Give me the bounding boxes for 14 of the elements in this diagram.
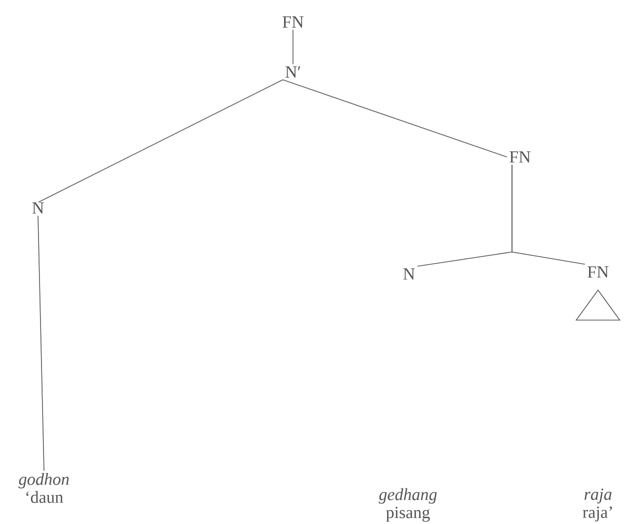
- tree-branch: [38, 79, 284, 203]
- category-label: N′: [286, 66, 300, 78]
- word-gloss: gedhang pisang: [378, 488, 437, 522]
- tree-branch: [512, 164, 586, 265]
- word-gloss: godhon ‘daun: [18, 473, 69, 503]
- category-label: FN: [282, 16, 304, 28]
- tree-branch: [282, 79, 508, 158]
- category-label: FN: [588, 266, 608, 278]
- category-label: N: [403, 268, 415, 280]
- category-label: FN: [510, 151, 530, 163]
- category-label: N: [32, 202, 44, 214]
- tree-branch: [38, 215, 44, 472]
- word-gloss: raja raja’: [582, 488, 612, 522]
- tree-branch: [292, 29, 294, 65]
